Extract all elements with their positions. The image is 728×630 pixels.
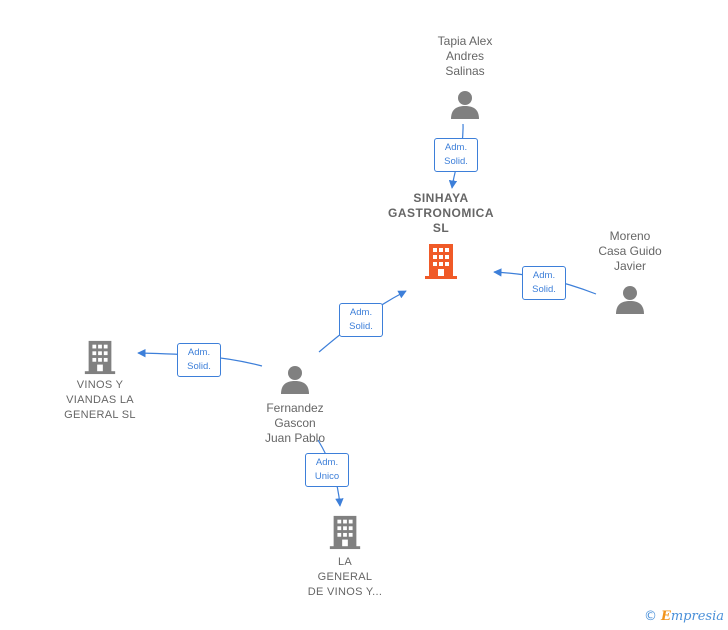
node-moreno-label: Moreno Casa Guido Javier [598,229,662,273]
person-icon [451,91,479,119]
node-fernandez[interactable]: Fernandez Gascon Juan Pablo [245,364,345,446]
node-la-general-label: LA GENERAL DE VINOS Y... [307,556,383,598]
edge-label-fernandez-la-general[interactable]: Adm. Unico [305,453,349,487]
node-sinhaya[interactable]: SINHAYA GASTRONOMICA SL [381,191,501,280]
node-tapia-label: Tapia Alex Andres Salinas [437,34,493,78]
edge-label-tapia-sinhaya[interactable]: Adm. Solid. [434,138,478,172]
edge-label-fernandez-sinhaya[interactable]: Adm. Solid. [339,303,383,337]
building-icon [329,515,361,550]
node-tapia[interactable]: Tapia Alex Andres Salinas [415,34,515,121]
brand-name: mpresia [670,609,724,624]
node-fernandez-label: Fernandez Gascon Juan Pablo [264,401,326,445]
empresia-logo: ©Empresia [644,609,724,624]
edge-label-fernandez-vinos-viandas[interactable]: Adm. Solid. [177,343,221,377]
node-sinhaya-label: SINHAYA GASTRONOMICA SL [388,191,494,235]
node-vinos-viandas[interactable]: VINOS Y VIANDAS LA GENERAL SL [50,339,150,423]
node-la-general[interactable]: LA GENERAL DE VINOS Y... [295,514,395,600]
person-icon [281,366,309,394]
building-icon [425,244,457,279]
copyright-icon: © [643,609,657,624]
person-icon [616,286,644,314]
edge-label-moreno-sinhaya[interactable]: Adm. Solid. [522,266,566,300]
node-vinos-viandas-label: VINOS Y VIANDAS LA GENERAL SL [64,379,136,421]
node-moreno[interactable]: Moreno Casa Guido Javier [584,229,676,316]
building-icon [84,340,116,375]
brand-initial: E [660,609,671,624]
